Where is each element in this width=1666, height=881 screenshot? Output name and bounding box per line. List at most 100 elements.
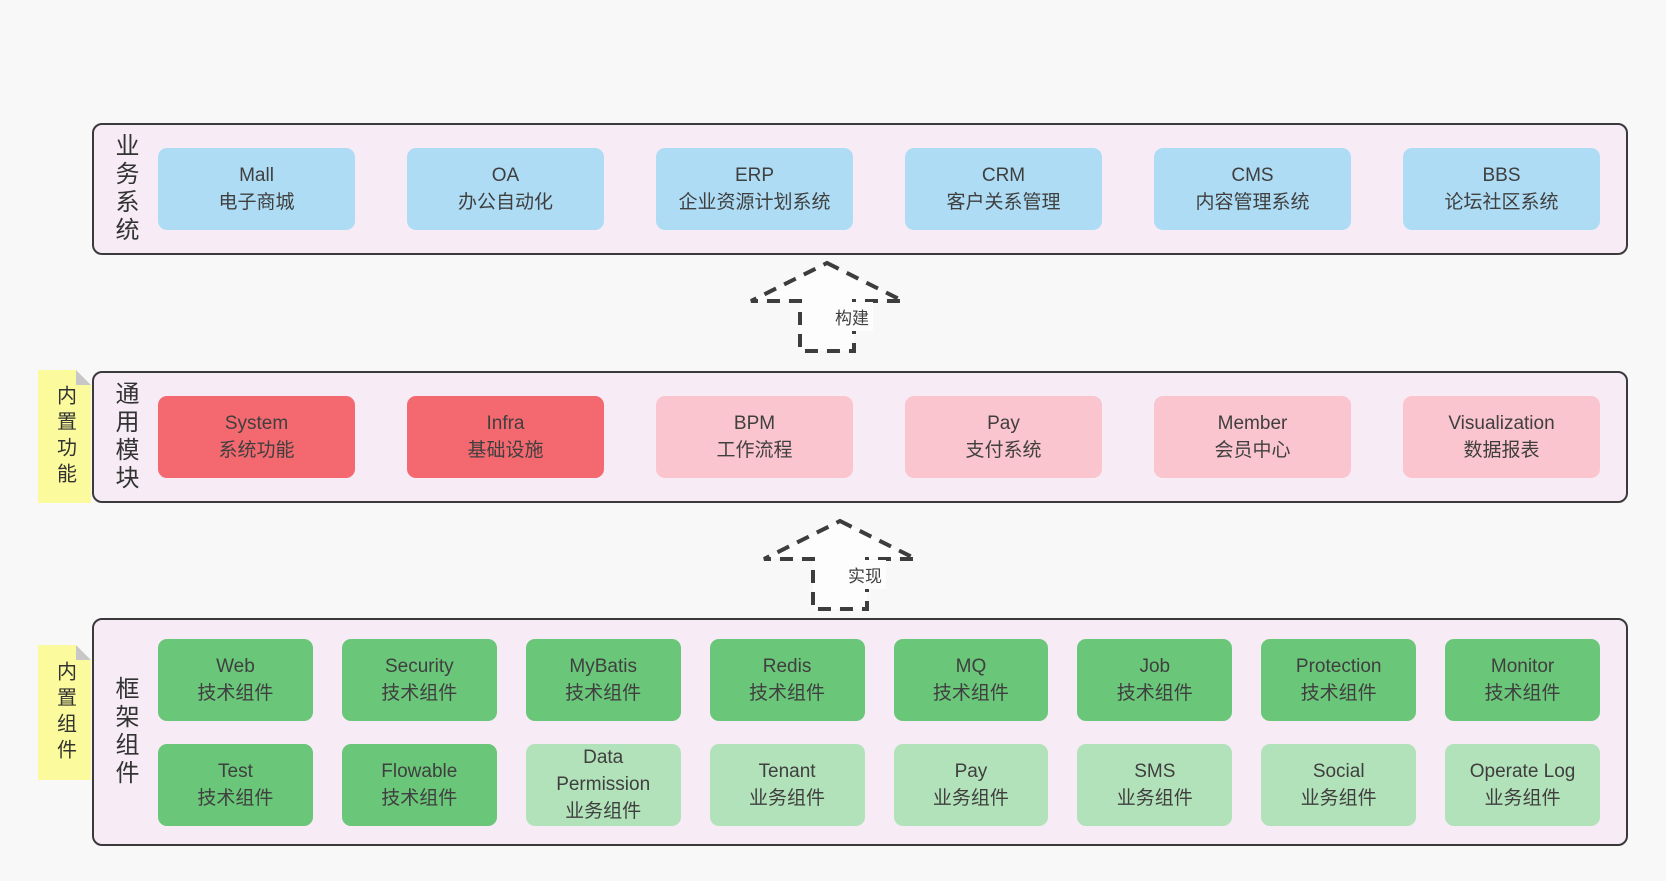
box-visualization: Visualization 数据报表	[1403, 396, 1600, 478]
box-oa: OA 办公自动化	[407, 148, 604, 230]
box-title: Security	[384, 655, 454, 677]
box-subtitle: 技术组件	[381, 787, 458, 809]
box-subtitle: 业务组件	[749, 787, 826, 809]
box-title: Tenant	[758, 760, 816, 782]
box-subtitle: 数据报表	[1463, 440, 1540, 461]
box-title: Monitor	[1490, 655, 1555, 677]
box-title: Pay	[987, 413, 1020, 434]
box-title: System	[224, 413, 289, 434]
layer-label: 框架组件	[111, 676, 138, 788]
box-monitor: Monitor 技术组件	[1445, 638, 1600, 721]
box-subtitle: 技术组件	[1116, 682, 1193, 704]
box-infra: Infra 基础设施	[407, 396, 604, 478]
layer-boxes: System 系统功能 Infra 基础设施 BPM 工作流程 Pay 支付系统 Member 会…	[158, 396, 1600, 478]
box-title: Member	[1217, 413, 1288, 434]
box-system: System 系统功能	[158, 396, 355, 478]
box-subtitle: 业务组件	[1116, 787, 1193, 809]
box-tenant: Tenant 业务组件	[709, 743, 865, 826]
arrow-label-implement: 实现	[844, 560, 886, 589]
box-pay: Pay 业务组件	[893, 743, 1049, 826]
box-title: Data Permission	[556, 747, 651, 795]
sticky-note-built-in-features: 内置功能	[38, 370, 91, 503]
box-subtitle: 业务组件	[932, 787, 1009, 809]
box-title: Social	[1312, 760, 1365, 782]
box-title: BPM	[733, 413, 776, 434]
box-mybatis: MyBatis 技术组件	[525, 638, 681, 721]
box-title: Web	[216, 655, 255, 677]
box-cms: CMS 内容管理系统	[1154, 148, 1351, 230]
note-label: 内置功能	[53, 384, 76, 489]
note-fold-corner	[76, 370, 91, 385]
note-label: 内置组件	[53, 660, 76, 765]
layer-common-modules: 通用模块 System 系统功能 Infra 基础设施 BPM 工作流程 Pay 支付系统 Me…	[92, 371, 1628, 503]
box-title: CMS	[1231, 165, 1274, 186]
box-protection: Protection 技术组件	[1261, 638, 1417, 721]
box-title: MyBatis	[569, 655, 637, 677]
box-flowable: Flowable 技术组件	[341, 743, 497, 826]
box-subtitle: 办公自动化	[457, 192, 553, 213]
box-subtitle: 业务组件	[1300, 787, 1377, 809]
box-title: CRM	[981, 165, 1026, 186]
sticky-note-built-in-components: 内置组件	[38, 645, 91, 780]
box-bpm: BPM 工作流程	[656, 396, 853, 478]
box-subtitle: 技术组件	[932, 682, 1009, 704]
box-subtitle: 技术组件	[381, 682, 458, 704]
box-title: SMS	[1134, 760, 1176, 782]
box-subtitle: 业务组件	[1484, 787, 1561, 809]
box-subtitle: 内容管理系统	[1195, 192, 1310, 213]
box-title: Protection	[1295, 655, 1382, 677]
up-arrow-icon	[763, 518, 917, 611]
box-subtitle: 会员中心	[1214, 440, 1291, 461]
box-member: Member 会员中心	[1154, 396, 1351, 478]
box-security: Security 技术组件	[341, 638, 497, 721]
box-redis: Redis 技术组件	[709, 638, 865, 721]
box-subtitle: 技术组件	[1300, 682, 1377, 704]
box-sms: SMS 业务组件	[1077, 743, 1233, 826]
box-subtitle: 工作流程	[716, 440, 793, 461]
box-mq: MQ 技术组件	[893, 638, 1049, 721]
box-subtitle: 电子商城	[218, 192, 295, 213]
box-test: Test 技术组件	[158, 743, 313, 826]
box-data-permission: Data Permission 业务组件	[525, 743, 681, 826]
box-subtitle: 系统功能	[218, 440, 295, 461]
box-subtitle: 基础设施	[467, 440, 544, 461]
box-subtitle: 业务组件	[565, 801, 642, 822]
box-subtitle: 技术组件	[749, 682, 826, 704]
box-title: Pay	[954, 760, 988, 782]
up-arrow-icon	[750, 260, 904, 353]
layer-label: 业务系统	[111, 133, 138, 245]
box-subtitle: 客户关系管理	[946, 192, 1061, 213]
box-subtitle: 技术组件	[197, 682, 274, 704]
arrow-label-build: 构建	[831, 302, 873, 331]
box-web: Web 技术组件	[158, 638, 313, 721]
box-subtitle: 企业资源计划系统	[678, 192, 831, 213]
layer-label: 通用模块	[111, 381, 138, 493]
box-crm: CRM 客户关系管理	[905, 148, 1102, 230]
box-subtitle: 技术组件	[197, 787, 274, 809]
block-arrow-build: 构建	[747, 259, 907, 355]
box-title: Visualization	[1448, 413, 1555, 434]
box-title: Infra	[486, 413, 525, 434]
box-subtitle: 技术组件	[565, 682, 642, 704]
box-title: Test	[218, 760, 253, 782]
box-title: ERP	[734, 165, 775, 186]
box-title: Flowable	[381, 760, 458, 782]
box-pay: Pay 支付系统	[905, 396, 1102, 478]
box-subtitle: 技术组件	[1484, 682, 1561, 704]
box-title: Redis	[762, 655, 812, 677]
box-subtitle: 支付系统	[965, 440, 1042, 461]
block-arrow-implement: 实现	[760, 517, 920, 613]
box-title: OA	[491, 165, 520, 186]
note-fold-corner	[76, 645, 91, 660]
box-title: BBS	[1482, 165, 1521, 186]
box-title: MQ	[955, 655, 987, 677]
